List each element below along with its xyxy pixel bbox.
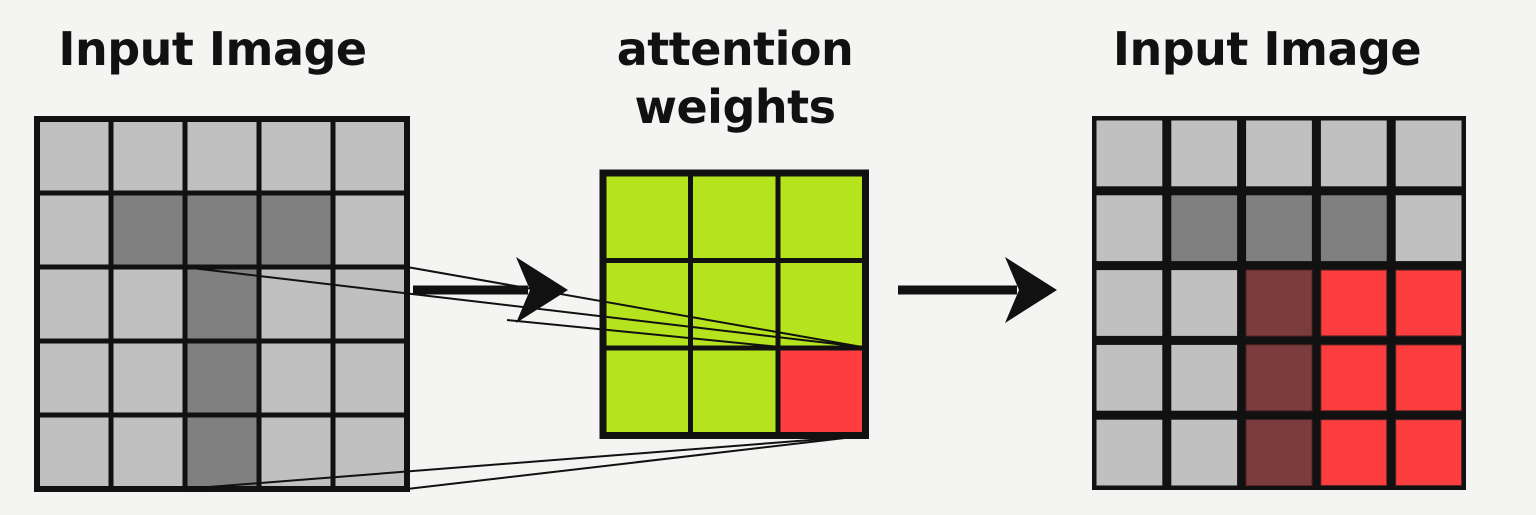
projection-line-5 — [506, 319, 781, 348]
output-cell-4-0 — [1096, 419, 1163, 486]
input-image-grid — [34, 116, 410, 492]
input-cell-3-2 — [185, 341, 259, 415]
input-cell-0-0 — [37, 119, 111, 193]
input-cell-2-2 — [185, 267, 259, 341]
output-cell-2-4 — [1395, 269, 1462, 337]
output-cell-0-1 — [1171, 120, 1238, 187]
output-image-grid — [1092, 116, 1466, 490]
output-cell-0-2 — [1246, 120, 1312, 187]
input-cell-1-3 — [259, 193, 333, 267]
input-border — [34, 116, 410, 492]
input-cell-0-4 — [333, 119, 407, 193]
output-cell-1-0 — [1096, 195, 1163, 262]
flow-arrows — [413, 257, 1057, 323]
attention-weights-title: attention weights — [616, 22, 854, 134]
input-cell-1-4 — [333, 193, 407, 267]
output-cell-2-2 — [1245, 269, 1313, 337]
input-cell-1-1 — [111, 193, 185, 267]
projection-line-2 — [406, 266, 863, 348]
output-cell-3-1 — [1171, 344, 1238, 411]
input-cell-3-1 — [111, 341, 185, 415]
output-cell-1-1 — [1171, 195, 1238, 262]
output-cell-0-0 — [1096, 120, 1163, 187]
output-cell-0-3 — [1320, 120, 1387, 187]
projection-line-3 — [182, 435, 863, 490]
output-cell-2-1 — [1171, 270, 1238, 336]
attention-cell-0-2 — [778, 173, 866, 261]
input-cell-3-4 — [333, 341, 407, 415]
attention-cell-0-0 — [603, 173, 691, 261]
attention-cell-2-0 — [603, 348, 691, 436]
projection-lines — [182, 266, 863, 490]
output-cell-1-3 — [1320, 195, 1387, 262]
input-image-title: Input Image — [58, 22, 367, 76]
output-image-title: Input Image — [1112, 22, 1422, 76]
input-cell-3-0 — [37, 341, 111, 415]
output-cell-1-4 — [1395, 195, 1462, 262]
input-cell-2-4 — [333, 267, 407, 341]
output-cell-4-4 — [1395, 419, 1462, 487]
arrow-to-attention-head — [516, 257, 568, 323]
output-cell-0-4 — [1395, 120, 1462, 187]
input-cell-4-1 — [111, 415, 185, 489]
output-cell-3-2 — [1245, 344, 1313, 412]
output-cell-4-2 — [1245, 419, 1313, 487]
input-cell-2-1 — [111, 267, 185, 341]
projection-line-1 — [182, 266, 863, 348]
output-cell-1-2 — [1246, 195, 1312, 262]
input-cell-0-1 — [111, 119, 185, 193]
attention-weights-grid — [599, 169, 869, 439]
input-cell-1-0 — [37, 193, 111, 267]
input-cell-1-2 — [185, 193, 259, 267]
attention-cell-1-1 — [690, 260, 778, 348]
output-cell-2-0 — [1096, 270, 1163, 336]
attention-cell-0-1 — [690, 173, 778, 261]
attention-border — [599, 169, 869, 439]
input-cell-4-4 — [333, 415, 407, 489]
input-cell-0-2 — [185, 119, 259, 193]
input-cell-4-3 — [259, 415, 333, 489]
attention-cell-2-1 — [690, 348, 778, 436]
output-cell-3-0 — [1096, 344, 1163, 411]
output-cell-4-1 — [1171, 419, 1238, 486]
attention-cell-2-2 — [778, 348, 866, 436]
input-cell-4-2 — [185, 415, 259, 489]
output-cell-3-3 — [1320, 344, 1388, 412]
projection-line-4 — [406, 435, 863, 490]
output-cell-4-3 — [1320, 419, 1388, 487]
output-cell-3-4 — [1395, 344, 1462, 412]
output-cell-2-3 — [1320, 269, 1388, 337]
attention-cell-1-2 — [778, 260, 866, 348]
input-cell-4-0 — [37, 415, 111, 489]
arrow-to-output-head — [1005, 257, 1057, 323]
input-cell-3-3 — [259, 341, 333, 415]
input-cell-0-3 — [259, 119, 333, 193]
input-cell-2-0 — [37, 267, 111, 341]
